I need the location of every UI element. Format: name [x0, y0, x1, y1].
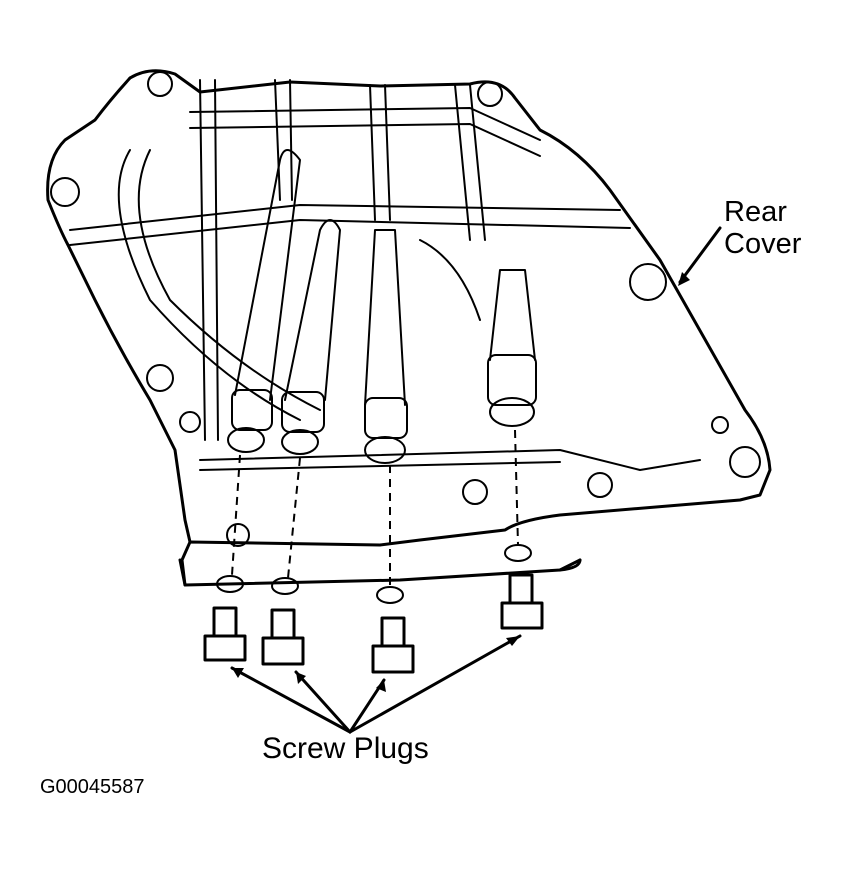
screw-plug-3 — [371, 616, 415, 674]
screw-plug-1 — [203, 606, 247, 662]
screw-plugs-leaders — [230, 634, 522, 734]
tubes — [231, 149, 537, 439]
rear-cover-label-line2: Cover — [724, 228, 802, 260]
figure-id: G00045587 — [40, 776, 145, 798]
flange-bolt-holes — [50, 71, 761, 547]
housing-outline — [46, 69, 772, 587]
screw-plug-4 — [500, 573, 544, 630]
housing-ribs — [69, 79, 701, 471]
alignment-lines — [231, 429, 519, 585]
rear-cover-label-line1: Rear — [724, 196, 787, 228]
screw-plug-2 — [261, 608, 305, 666]
screw-plugs-label: Screw Plugs — [262, 732, 429, 765]
rear-cover-leader — [678, 226, 722, 286]
plug-seats — [227, 397, 535, 464]
o-rings — [216, 544, 532, 604]
rear-cover-label: Rear Cover — [724, 196, 801, 260]
